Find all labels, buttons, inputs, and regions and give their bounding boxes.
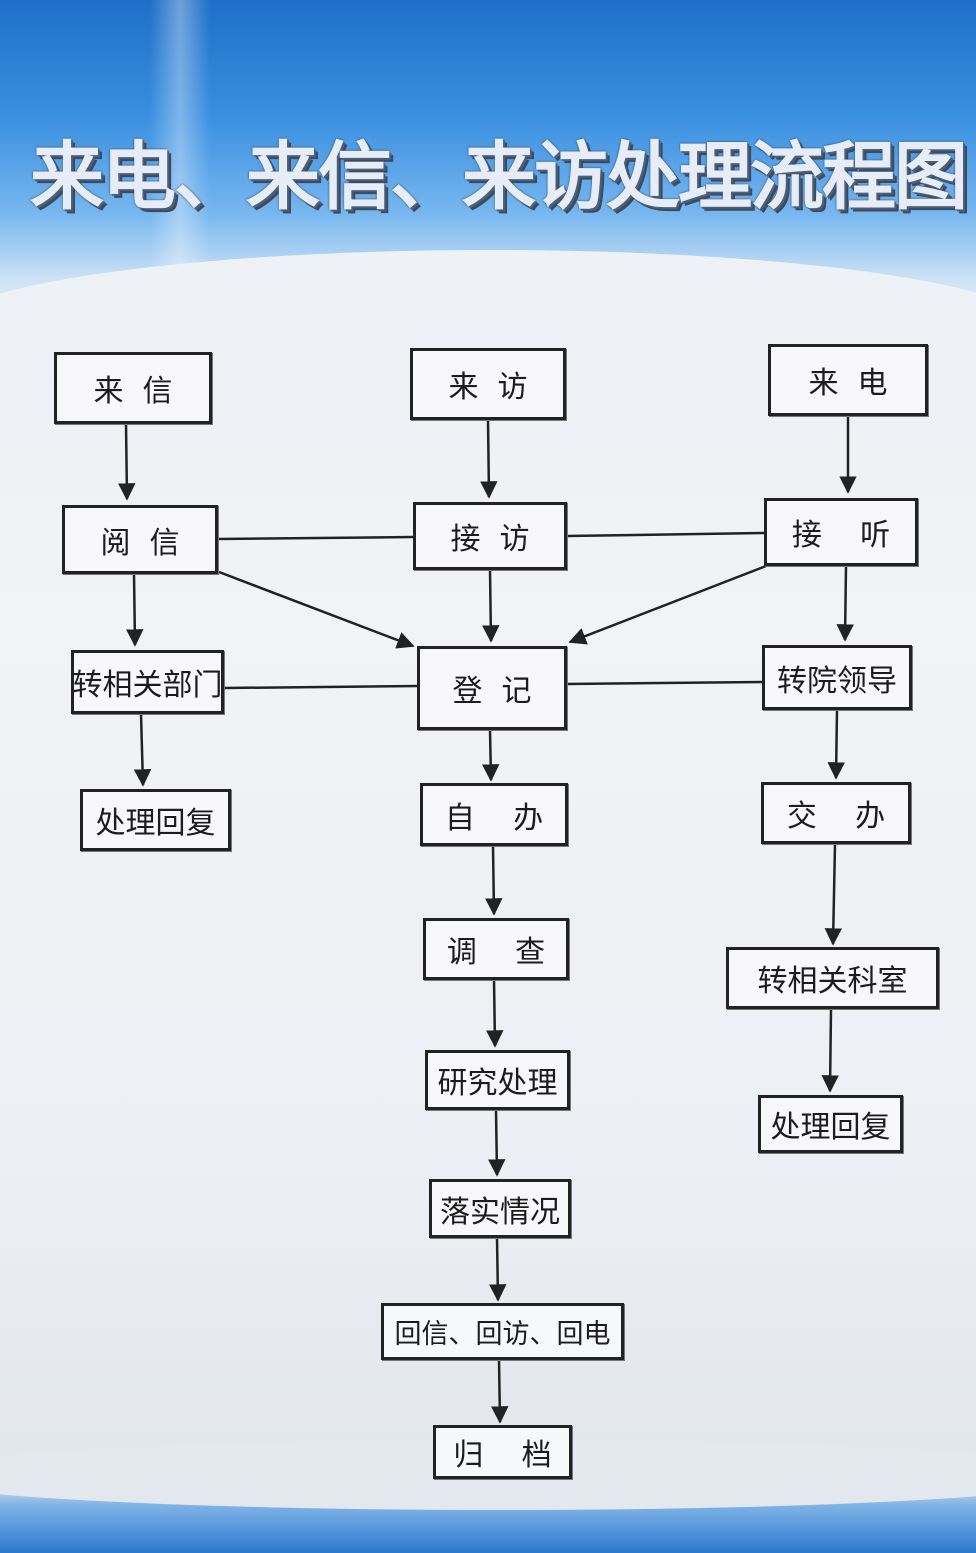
- node-zhuan-lingdao: 转院领导: [762, 645, 912, 710]
- arrow-yanjiu-luoshi: [488, 1109, 506, 1177]
- arrow-ziban-diaocha: [485, 845, 503, 916]
- arrow-jiaoban-zhuankeshi: [824, 843, 843, 946]
- header-shine: [150, 0, 210, 300]
- node-ziban: 自 办: [420, 783, 568, 846]
- line-dengji-zhuanlingdao: [566, 680, 763, 686]
- node-jiefang: 接 访: [413, 502, 567, 570]
- arrow-jieting-zhuanlingdao: [836, 565, 854, 642]
- node-zhuan-keshi: 转相关科室: [726, 947, 939, 1009]
- node-jiaoban: 交 办: [761, 782, 911, 844]
- header-band: [0, 0, 976, 410]
- node-laidian: 来 电: [768, 344, 928, 416]
- line-zhuanbumen-dengji: [223, 684, 418, 690]
- arrow-huixin-guidang: [490, 1359, 509, 1424]
- node-jieting: 接 听: [764, 498, 918, 566]
- arrow-laixin-yuexin: [118, 423, 136, 501]
- arrow-diaocha-yanjiu: [486, 979, 504, 1048]
- node-diaocha: 调 查: [423, 918, 569, 980]
- node-luoshi: 落实情况: [429, 1179, 571, 1238]
- line-yuexin-jiefang: [216, 535, 414, 541]
- arrow-jieting-dengji: [568, 564, 767, 645]
- arrow-luoshi-huixin: [488, 1237, 507, 1302]
- arrow-laifang-jiefang: [480, 419, 498, 499]
- arrow-yuexin-zhuanbumen: [126, 573, 144, 647]
- node-yanjiu: 研究处理: [425, 1050, 570, 1110]
- node-huixin: 回信、回访、回电: [381, 1303, 624, 1360]
- node-chuli-huifu-right: 处理回复: [758, 1095, 903, 1153]
- arrow-yuexin-dengji: [218, 570, 415, 649]
- page-title: 来电、来信、来访处理流程图: [30, 134, 968, 220]
- arrow-zhuankeshi-chuli: [821, 1008, 839, 1093]
- node-guidang: 归 档: [433, 1425, 572, 1479]
- arrow-dengji-ziban: [481, 729, 500, 782]
- node-dengji: 登 记: [417, 646, 567, 730]
- arrow-zhuanlingdao-jiaoban: [827, 709, 845, 780]
- node-laifang: 来 访: [410, 348, 566, 420]
- arrow-zhuanbumen-chuli: [133, 713, 152, 787]
- node-zhuan-bumen: 转相关部门: [71, 650, 224, 714]
- node-laixin: 来 信: [54, 352, 212, 424]
- node-yuexin: 阅 信: [62, 505, 218, 574]
- node-chuli-huifu-left: 处理回复: [80, 789, 231, 851]
- arrow-jiefang-dengji: [482, 569, 500, 643]
- line-jiefang-jieting: [565, 531, 765, 538]
